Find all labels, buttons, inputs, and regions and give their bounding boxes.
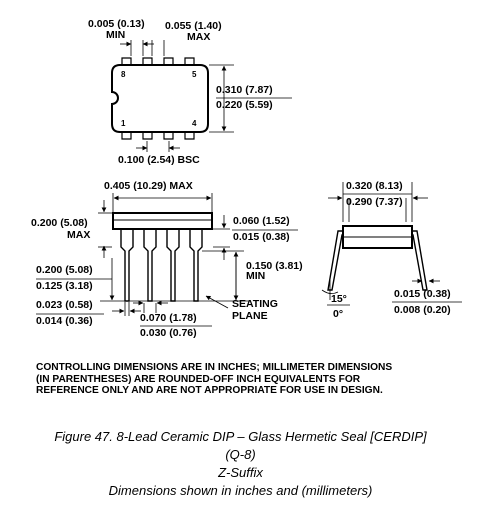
dim-thick-min: 0.008 (0.20) xyxy=(394,304,451,316)
dim-shoulder-max: 0.070 (1.78) xyxy=(140,312,197,324)
seating-plane-label-1: SEATING xyxy=(232,298,278,310)
shoulder-dimension-lines xyxy=(133,300,212,327)
dim-length-value: 0.405 (10.29) MAX xyxy=(104,180,193,192)
body-width-dimension-lines xyxy=(209,64,292,133)
lead-width-dimension-lines xyxy=(36,302,141,316)
side-leads xyxy=(120,229,203,302)
dim-seating-total-max: 0.200 (5.08) xyxy=(36,264,93,276)
seating-height-dimension-lines xyxy=(36,258,115,301)
pitch-dimension-lines xyxy=(136,141,180,152)
dim-body-width-max: 0.310 (7.87) xyxy=(216,84,273,96)
standoff-dimension-lines xyxy=(213,215,298,260)
angle-max: 15° xyxy=(331,293,347,305)
pin-label-8: 8 xyxy=(121,70,126,79)
dim-standoff-min: 0.015 (0.38) xyxy=(233,231,290,243)
height-dimension-lines xyxy=(98,200,112,258)
dim-lead-length-qualifier: MIN xyxy=(246,270,265,282)
caption-suffix: Z-Suffix xyxy=(218,465,263,480)
top-pins xyxy=(121,57,195,65)
dim-seating-total-min: 0.125 (3.18) xyxy=(36,280,93,292)
dim-standoff-max: 0.060 (1.52) xyxy=(233,215,290,227)
seating-plane-label-2: PLANE xyxy=(232,310,268,322)
angle-dimension-lines xyxy=(321,280,350,306)
length-dimension-lines xyxy=(112,193,213,212)
controlling-dimensions-note: CONTROLLING DIMENSIONS ARE IN INCHES; MI… xyxy=(36,362,466,397)
dim-pin-gap-value: 0.005 (0.13) xyxy=(88,18,145,30)
dim-pin-gap-qualifier: MIN xyxy=(106,29,125,41)
dim-row-min: 0.290 (7.37) xyxy=(346,196,403,208)
note-line-2: (IN PARENTHESES) ARE ROUNDED-OFF INCH EQ… xyxy=(36,373,361,385)
lead-length-dimension-lines xyxy=(202,250,244,301)
caption-title: Figure 47. 8-Lead Ceramic DIP – Glass He… xyxy=(54,429,427,444)
side-view xyxy=(112,212,213,302)
package-body-side xyxy=(112,212,213,230)
dim-pitch: 0.100 (2.54) BSC xyxy=(118,154,200,166)
pin-label-5: 5 xyxy=(192,70,197,79)
end-view xyxy=(327,225,428,291)
row-spacing-dimension-lines xyxy=(328,182,428,222)
dim-pin-width-value: 0.055 (1.40) xyxy=(165,20,222,32)
end-lead-right xyxy=(412,230,428,291)
dim-body-width-min: 0.220 (5.59) xyxy=(216,99,273,111)
dim-lead-width-min: 0.014 (0.36) xyxy=(36,315,93,327)
note-line-1: CONTROLLING DIMENSIONS ARE IN INCHES; MI… xyxy=(36,362,393,373)
dim-row-max: 0.320 (8.13) xyxy=(346,180,403,192)
seating-plane-lines xyxy=(100,295,250,309)
note-line-3: REFERENCE ONLY AND ARE NOT APPROPRIATE F… xyxy=(36,385,383,396)
dim-lead-width-max: 0.023 (0.58) xyxy=(36,299,93,311)
bottom-pins xyxy=(121,132,195,140)
dim-lead-length-value: 0.150 (3.81) xyxy=(246,260,303,272)
package-body-top xyxy=(111,64,209,133)
angle-min: 0° xyxy=(333,308,343,320)
dim-thick-max: 0.015 (0.38) xyxy=(394,288,451,300)
dim-shoulder-min: 0.030 (0.76) xyxy=(140,327,197,339)
top-view xyxy=(111,57,209,140)
lead-thickness-dimension-lines xyxy=(392,278,462,303)
package-outline-drawing: 8 5 1 4 0.005 (0.13) MIN 0.055 (1.40) MA… xyxy=(31,18,462,339)
dim-height-value: 0.200 (5.08) xyxy=(31,217,88,229)
caption-package-code: (Q-8) xyxy=(225,447,256,462)
pin-gap-dimension-lines xyxy=(120,40,165,56)
dim-height-qualifier: MAX xyxy=(67,229,90,241)
pin-label-1: 1 xyxy=(121,119,126,128)
dim-pin-width-qualifier: MAX xyxy=(187,31,210,43)
caption-units: Dimensions shown in inches and (millimet… xyxy=(108,483,373,498)
pin-label-4: 4 xyxy=(192,119,197,128)
figure-caption: Figure 47. 8-Lead Ceramic DIP – Glass He… xyxy=(0,428,481,500)
